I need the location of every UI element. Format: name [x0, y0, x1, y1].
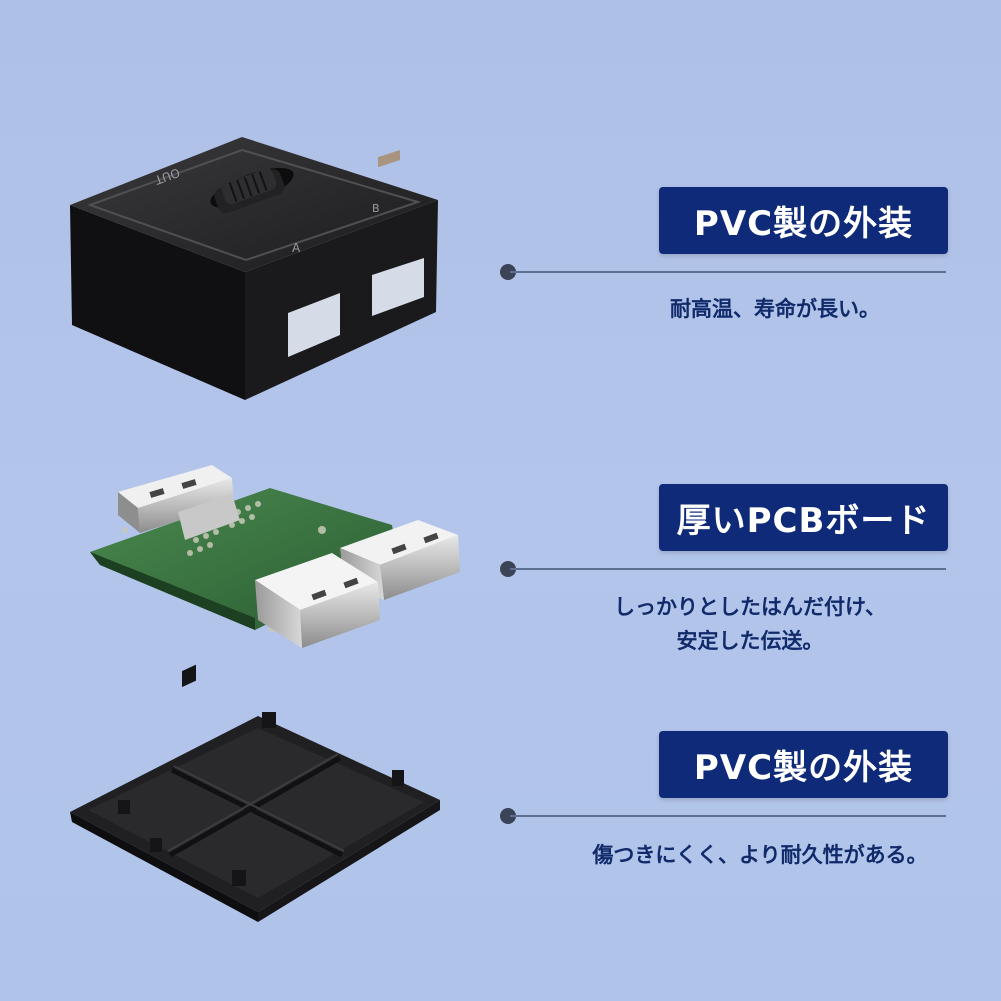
pcb-board-assembly	[90, 465, 460, 648]
feature-description-1-line: 耐高温、寿命が長い。	[670, 297, 880, 321]
feature-heading-2: 厚いPCBボード	[659, 484, 948, 551]
bullet-dot-1	[500, 264, 516, 280]
feature-heading-3: PVC製の外装	[659, 731, 948, 798]
slide-switch-knob	[210, 168, 294, 214]
bottom-case-plate	[70, 664, 440, 922]
divider-line-3	[510, 815, 946, 817]
label-b: B	[372, 202, 380, 215]
usb-plug-left	[118, 465, 240, 540]
usb-plug-front	[255, 553, 380, 648]
feature-description-2-line-2: 安定した伝送。	[676, 629, 824, 653]
feature-description-1: 耐高温、寿命が長い。	[530, 292, 1001, 326]
feature-description-3: 傷つきにくく、より耐久性がある。	[530, 838, 990, 872]
feature-description-3-line: 傷つきにくく、より耐久性がある。	[592, 843, 928, 867]
bullet-dot-2	[500, 561, 516, 577]
feature-description-2-line-1: しっかりとしたはんだ付け、	[614, 595, 886, 619]
divider-line-1	[510, 271, 946, 273]
bullet-dot-3	[500, 808, 516, 824]
divider-line-2	[510, 568, 946, 570]
switch-box-enclosure: OUT A B	[70, 137, 438, 400]
feature-heading-1: PVC製の外装	[659, 187, 948, 254]
label-a: A	[292, 241, 301, 255]
feature-description-2: しっかりとしたはんだ付け、 安定した伝送。	[515, 590, 985, 658]
